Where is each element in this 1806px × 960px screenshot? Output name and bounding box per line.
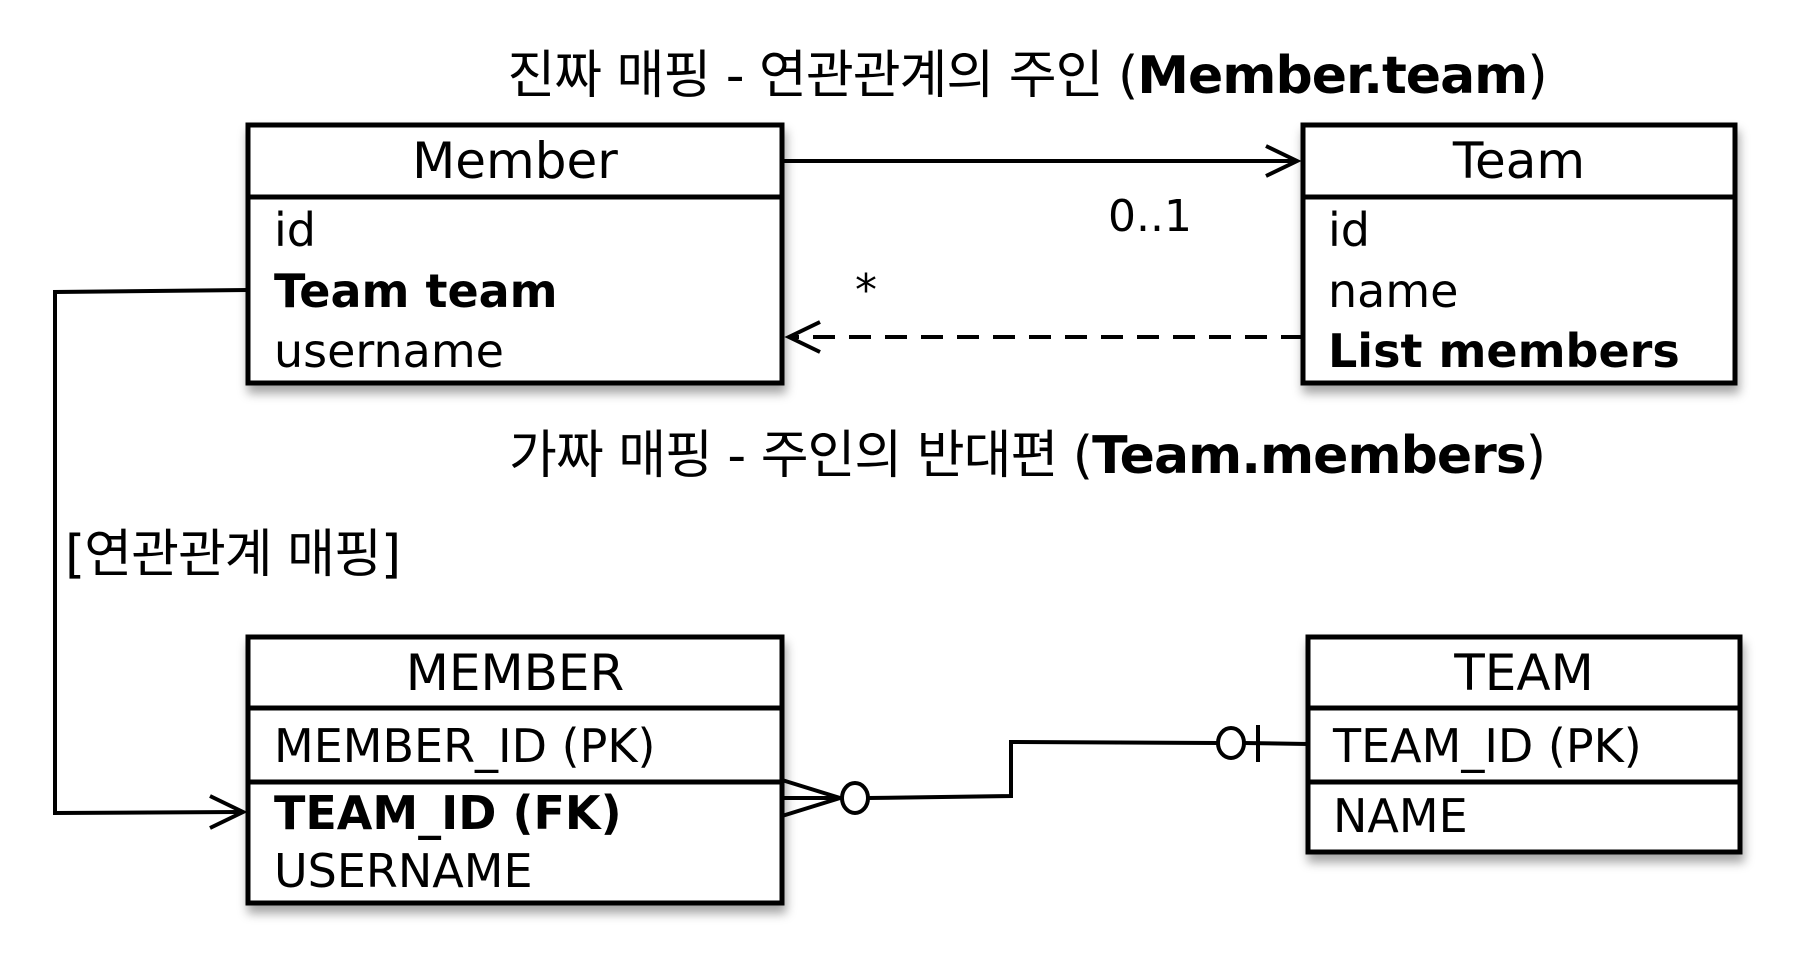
team-table-pk: TEAM_ID (PK) <box>1332 719 1642 773</box>
optional-circle-icon <box>1216 726 1246 760</box>
er-relationship-line <box>781 725 1309 818</box>
member-to-team-arrow <box>782 144 1302 178</box>
association-mapping-label: [연관관계 매핑] <box>65 525 400 585</box>
member-table-name: MEMBER <box>406 644 625 702</box>
member-table-fk: TEAM_ID (FK) <box>274 786 622 840</box>
team-class-name: Team <box>1452 132 1585 190</box>
member-table-box: MEMBER MEMBER_ID (PK) TEAM_ID (FK) USERN… <box>245 634 785 906</box>
team-field-members: List members <box>1328 324 1680 378</box>
inverse-mapping-title: 가짜 매핑 - 주인의 반대편 (Team.members) <box>509 426 1545 486</box>
team-class-box: Team id name List members <box>1300 122 1738 386</box>
multiplicity-zero-one: 0..1 <box>1108 191 1192 242</box>
team-field-id: id <box>1328 203 1370 257</box>
team-table-box: TEAM TEAM_ID (PK) NAME <box>1305 634 1743 855</box>
member-table-pk: MEMBER_ID (PK) <box>274 719 655 773</box>
member-field-team: Team team <box>274 264 558 318</box>
member-field-username: username <box>274 324 504 378</box>
team-field-name: name <box>1328 264 1458 318</box>
member-class-name: Member <box>412 132 618 190</box>
member-class-box: Member id Team team username <box>245 122 785 386</box>
member-field-id: id <box>274 203 316 257</box>
team-table-name: TEAM <box>1453 644 1593 702</box>
member-table-username: USERNAME <box>274 844 533 898</box>
field-mapping-connector <box>53 288 249 830</box>
team-to-member-dashed-arrow <box>784 320 1303 354</box>
multiplicity-many: * <box>855 265 877 316</box>
owner-mapping-title: 진짜 매핑 - 연관관계의 주인 (Member.team) <box>507 46 1546 106</box>
team-table-name-field: NAME <box>1333 789 1468 843</box>
optional-circle-icon <box>840 781 870 815</box>
